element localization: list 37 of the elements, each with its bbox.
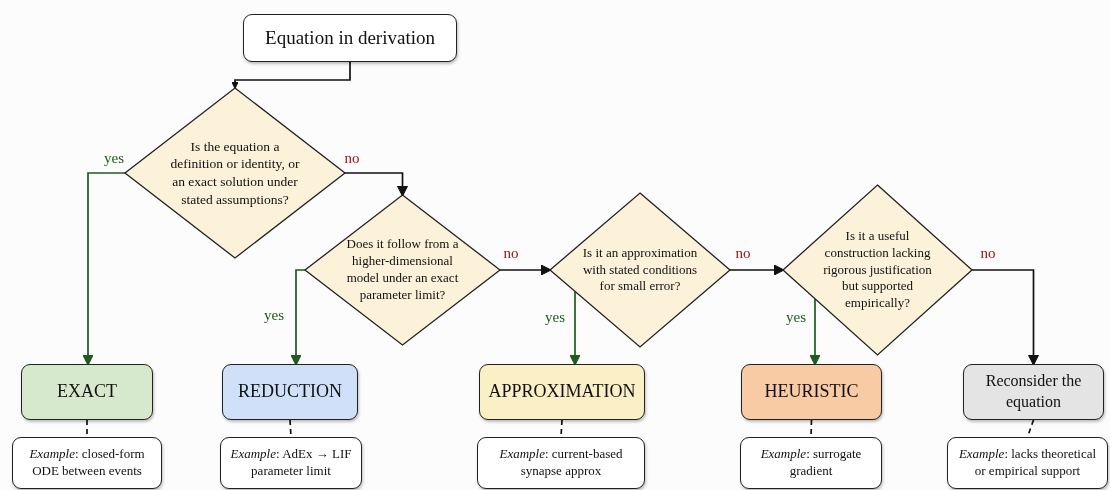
outcome-box [21,364,153,420]
decision-diamond [125,88,345,258]
box-label: HEURISTIC [763,380,860,404]
outcome-box [222,364,358,420]
example-text: Example: surrogate gradient [759,446,863,480]
outcome-box [963,364,1104,420]
box-label: REDUCTION [237,380,343,404]
decision-diamond [783,185,972,355]
example-text: Example: current-based synapse approx [498,446,624,480]
arrow [344,172,409,197]
arrow [569,290,581,366]
example-box [12,437,162,489]
box-label: APPROXIMATION [487,380,637,404]
example-text: Example: lacks theoretical or empirical support [957,446,1098,480]
example-box [220,437,362,489]
decision-diamond [305,195,500,345]
arrow [729,264,785,276]
question-text: Is it an approximation with stated conditions for small error? [581,244,699,296]
outcome-box [741,364,882,420]
start-box [243,14,457,62]
outcome-box [479,364,645,420]
example-text: Example: AdEx → LIF parameter limit [229,446,353,480]
arrow [82,172,126,366]
arrow [499,264,552,276]
box-label: EXACT [56,380,118,404]
example-box [947,437,1108,489]
question-text: Does it follow from a higher-dimensional model under an exact parameter limit? [345,236,460,304]
box-label: Equation in derivation [264,25,436,50]
question-text: Is it a useful construction lacking rigorous justification but supported empirically? [822,227,933,313]
example-box [740,437,882,489]
box-label: Reconsider the equation [984,371,1083,413]
example-box [477,437,645,489]
question-text: Is the equation a definition or identity, or an exact solution under stated assumptions? [169,137,301,209]
arrow [231,61,351,89]
arrow [971,269,1040,366]
example-text: Example: closed-form ODE between events [28,446,146,480]
arrow [290,269,306,366]
